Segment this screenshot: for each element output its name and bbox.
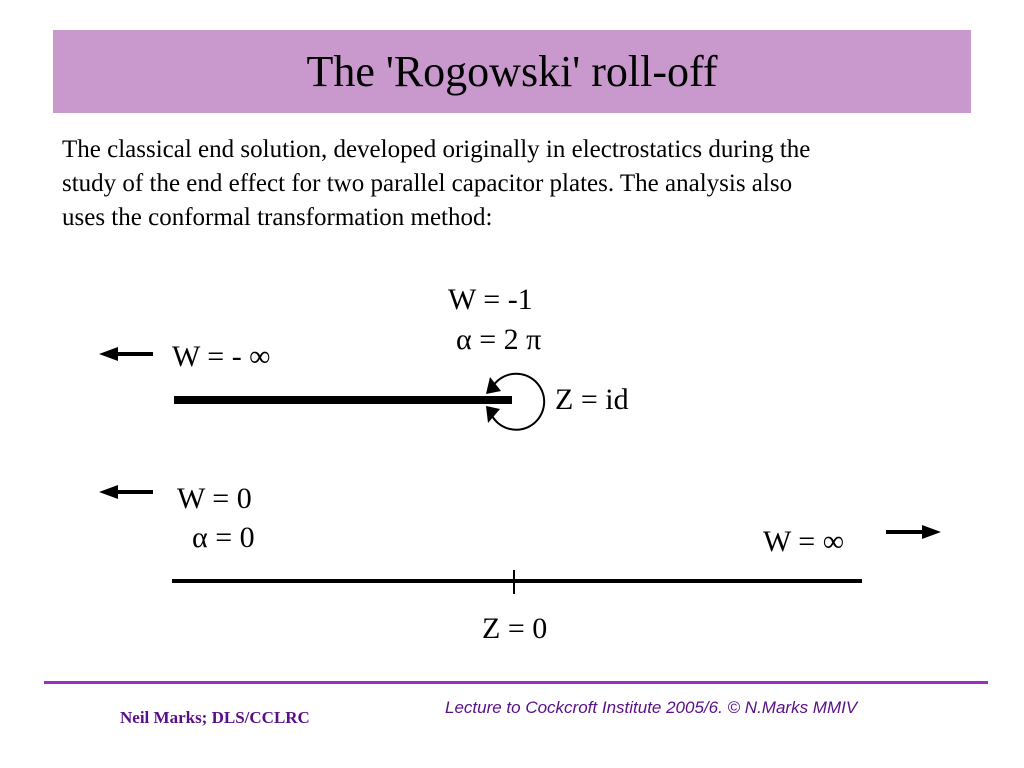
footer-lecture-credit: Lecture to Cockcroft Institute 2005/6. ©…: [445, 698, 858, 717]
label-w-zero: W = 0: [177, 482, 252, 515]
body-line: The classical end solution, developed or…: [62, 136, 811, 163]
arrow-left-icon: [99, 347, 153, 361]
arrow-right-icon: [886, 525, 941, 539]
circular-arrow-icon: [486, 372, 546, 431]
label-w-neg1: W = -1: [448, 283, 533, 316]
body-paragraph: The classical end solution, developed or…: [62, 133, 942, 235]
label-w-neg-inf: W = - ∞: [172, 340, 271, 373]
body-line: uses the conformal transformation method…: [62, 204, 493, 231]
body-line: study of the end effect for two parallel…: [62, 170, 793, 197]
title-bar: The 'Rogowski' roll-off: [53, 30, 971, 113]
label-z-zero: Z = 0: [482, 612, 548, 645]
arrow-left-icon: [99, 485, 153, 499]
footer-divider: [44, 681, 988, 684]
label-z-id: Z = id: [555, 383, 629, 416]
slide-title: The 'Rogowski' roll-off: [306, 46, 718, 96]
label-w-inf: W = ∞: [763, 525, 845, 558]
label-alpha-zero: α = 0: [192, 521, 255, 554]
footer-author: Neil Marks; DLS/CCLRC: [120, 708, 310, 727]
label-alpha-2pi: α = 2 π: [456, 323, 542, 356]
